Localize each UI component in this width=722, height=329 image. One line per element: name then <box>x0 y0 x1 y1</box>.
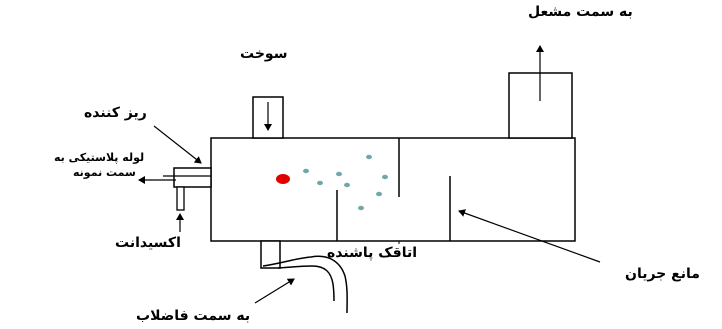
drain-hose-outer <box>262 255 348 314</box>
label-plastic-tube-line2: سمت نمونه <box>73 166 136 179</box>
label-spray-chamber: اتاقک پاشنده <box>327 245 418 261</box>
drain-outlet-box <box>260 240 281 269</box>
label-oxidant: اکسیدانت <box>115 235 181 251</box>
label-fuel: سوخت <box>240 46 288 62</box>
label-plastic-tube-line1: لوله پلاستیکی به <box>54 151 145 164</box>
label-to-torch: به سمت مشعل <box>528 4 633 20</box>
nebulizer-block <box>173 167 212 188</box>
label-nebulizer: ریز کننده <box>84 105 147 121</box>
mist-droplet <box>317 180 323 186</box>
drain-hose-inner <box>277 265 335 302</box>
mist-droplet <box>376 191 382 197</box>
flow-spoiler-pointer <box>458 209 601 263</box>
sample-droplet <box>276 174 290 184</box>
mist-droplet <box>303 168 309 174</box>
mist-droplet <box>366 154 372 160</box>
oxidant-tube <box>176 186 185 211</box>
mist-droplet <box>382 174 388 180</box>
label-to-drain: به سمت فاضلاب <box>136 308 251 324</box>
mist-droplet <box>344 182 350 188</box>
spray-chamber-body <box>210 137 576 242</box>
mist-droplets <box>303 154 388 211</box>
label-flow-spoiler: مانع جریان <box>625 266 700 282</box>
nebulizer-pointer <box>153 125 202 164</box>
drain-pointer <box>254 278 295 304</box>
mist-droplet <box>336 171 342 177</box>
mist-droplet <box>358 205 364 211</box>
